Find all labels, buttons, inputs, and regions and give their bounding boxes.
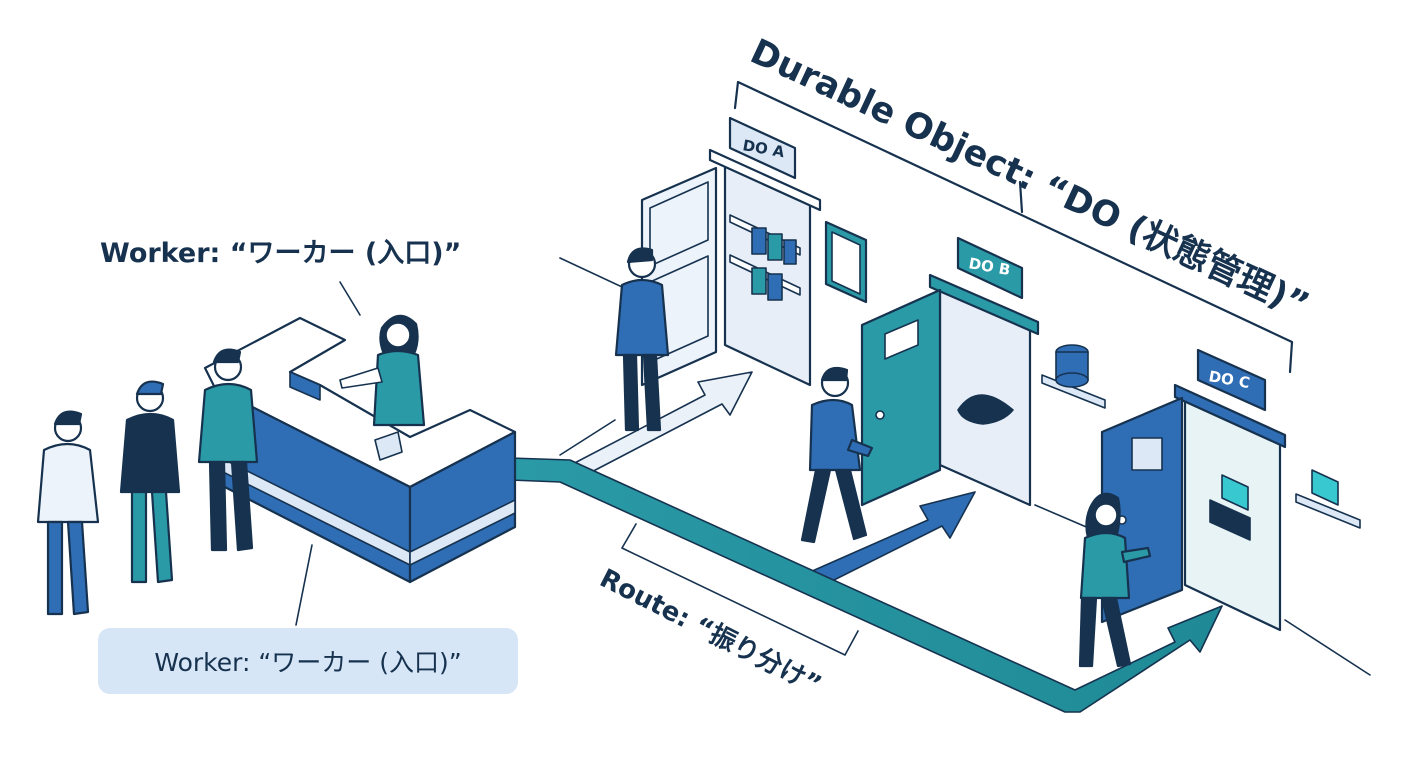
do-a-room	[640, 148, 868, 387]
do-b-sign: DO B	[956, 236, 1024, 300]
person-at-do-a	[614, 247, 670, 432]
queue-person-3	[36, 410, 100, 616]
route-arrow-to-do-b	[809, 491, 976, 587]
reception-desk	[203, 316, 517, 584]
person-at-do-b	[800, 366, 874, 544]
worker-label-top: Worker: “ワーカー (入口)”	[100, 238, 461, 269]
person-at-do-c	[1078, 492, 1152, 668]
worker-callout-box: Worker: “ワーカー (入口)”	[98, 628, 518, 694]
durable-object-bracket	[733, 80, 1294, 374]
worker-label-bottom: Worker: “ワーカー (入口)”	[154, 648, 462, 677]
do-c-sign: DO C	[1196, 348, 1267, 412]
do-b-room	[860, 273, 1106, 507]
queue-person-1	[197, 348, 259, 552]
route-bracket	[621, 523, 859, 656]
route-arrow-to-do-c	[509, 457, 1223, 713]
receptionist-figure	[339, 314, 426, 427]
do-a-sign: DO A	[728, 116, 797, 180]
do-c-room	[1100, 383, 1361, 632]
queue-person-2	[119, 380, 181, 584]
